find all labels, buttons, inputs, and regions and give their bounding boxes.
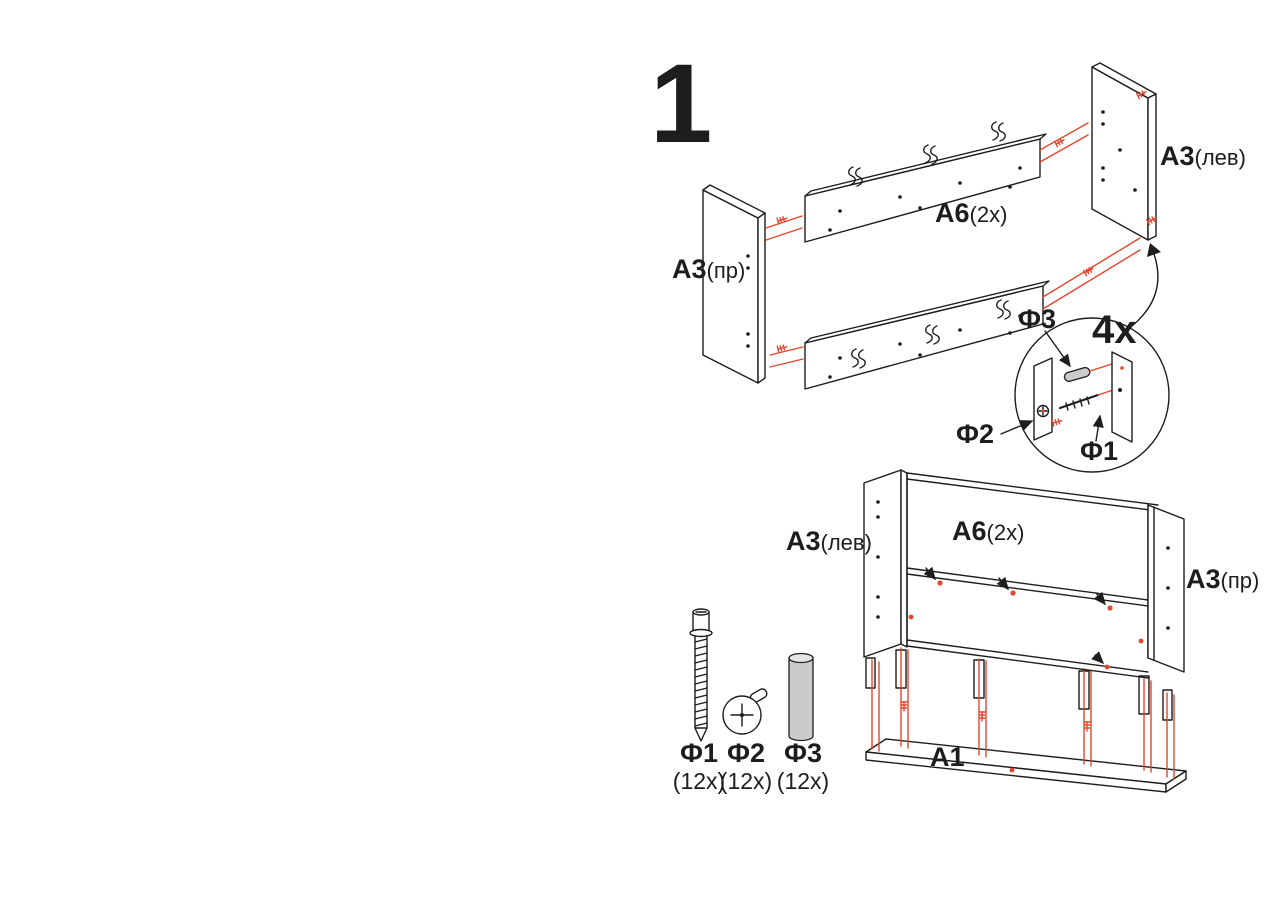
label-assembled-a3-left-main: A3	[786, 526, 821, 556]
qty-hw-f3: (12x)	[777, 768, 829, 794]
exploded-view: A3(пр) A6(2x) A3(л	[672, 62, 1246, 390]
panel-a3-left-exploded	[1091, 62, 1157, 241]
qty-hw-f1: (12x)	[673, 768, 725, 794]
back-rails-a6	[906, 472, 1159, 679]
detail-left-panel-piece	[1033, 357, 1053, 441]
callout-curved-arrowhead	[1147, 243, 1161, 257]
label-assembled-a6-main: A6	[952, 516, 987, 546]
label-assembled-a3-right: A3(пр)	[1186, 564, 1259, 594]
label-detail-f3: Ф3	[1018, 304, 1056, 334]
label-exploded-a3-left-main: A3	[1160, 141, 1195, 171]
label-exploded-a6-sub: (2x)	[970, 202, 1008, 227]
base-panel-a1	[865, 738, 1187, 793]
panel-a3-right-assembled	[1147, 504, 1185, 673]
rail-a6-upper	[804, 133, 1047, 243]
leader-f2	[1000, 420, 1034, 435]
label-assembled-a1: A1	[930, 742, 965, 772]
label-exploded-a3-right-main: A3	[672, 254, 707, 284]
rail-a6-lower	[804, 280, 1050, 390]
label-exploded-a6-main: A6	[935, 198, 970, 228]
label-hw-f1: Ф1	[680, 738, 718, 768]
detail-right-panel-piece	[1111, 351, 1133, 443]
label-assembled-a3-right-main: A3	[1186, 564, 1221, 594]
label-exploded-a3-right: A3(пр)	[672, 254, 745, 284]
label-assembled-a3-left: A3(лев)	[786, 526, 872, 556]
confirmat-screw-icon	[689, 608, 713, 742]
detail-callout: Ф3 4x Ф2 Ф1	[956, 243, 1170, 473]
panel-a3-left-assembled	[863, 469, 908, 658]
leader-f1	[1092, 414, 1104, 442]
assembled-view: A3(лев) A6(2x)	[786, 469, 1259, 793]
label-assembled-a3-left-sub: (лев)	[821, 530, 872, 555]
label-assembled-a3-right-sub: (пр)	[1221, 568, 1260, 593]
wooden-dowel-icon	[788, 652, 814, 742]
label-hw-f2: Ф2	[727, 738, 765, 768]
dowel-alignment-lines	[765, 88, 1159, 368]
qty-hw-f2: (12x)	[720, 768, 772, 794]
label-detail-f1: Ф1	[1080, 436, 1118, 466]
label-assembled-a6-sub: (2x)	[987, 520, 1025, 545]
step-number: 1	[650, 41, 712, 166]
callout-curved-arrow	[1131, 253, 1159, 327]
label-detail-multiplier: 4x	[1092, 308, 1137, 352]
label-hw-f3: Ф3	[784, 738, 822, 768]
base-alignment-lines	[871, 647, 1175, 780]
cam-lock-icon	[722, 688, 768, 735]
hardware-legend: Ф1 (12x) Ф2 (12x) Ф3 (12x)	[673, 608, 829, 794]
leader-f3	[1044, 330, 1071, 368]
label-exploded-a3-left-sub: (лев)	[1195, 145, 1246, 170]
label-exploded-a3-right-sub: (пр)	[707, 258, 746, 283]
label-exploded-a3-left: A3(лев)	[1160, 141, 1246, 171]
label-detail-f2: Ф2	[956, 419, 994, 449]
panel-a3-right-exploded	[702, 184, 766, 384]
label-assembled-a6: A6(2x)	[952, 516, 1024, 546]
label-exploded-a6: A6(2x)	[935, 198, 1007, 228]
